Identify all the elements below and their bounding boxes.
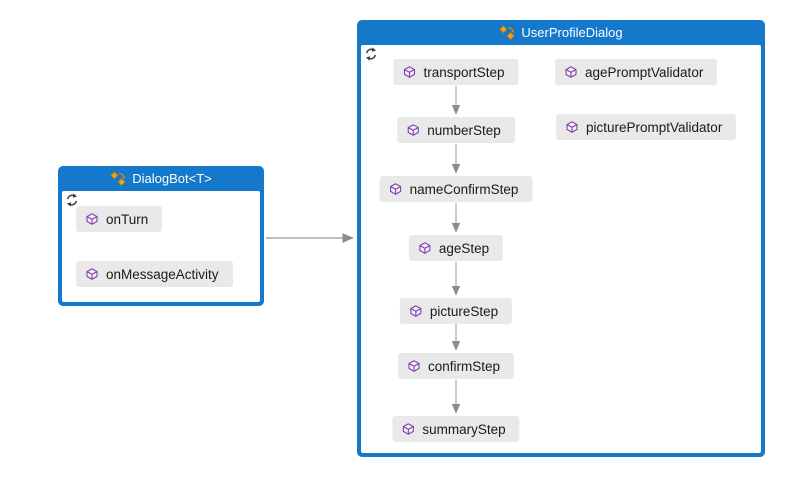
refresh-icon[interactable] bbox=[364, 47, 378, 61]
method-icon bbox=[402, 423, 414, 435]
method-icon bbox=[408, 360, 420, 372]
node-label: numberStep bbox=[427, 122, 501, 138]
node-label: nameConfirmStep bbox=[409, 181, 519, 197]
method-icon bbox=[419, 242, 431, 254]
node-nameconfirmstep[interactable]: nameConfirmStep bbox=[379, 176, 533, 202]
node-summarystep[interactable]: summaryStep bbox=[392, 416, 520, 442]
node-label: onMessageActivity bbox=[106, 266, 219, 282]
node-label: confirmStep bbox=[427, 358, 501, 374]
method-icon bbox=[565, 66, 577, 78]
node-label: summaryStep bbox=[422, 421, 506, 437]
method-icon bbox=[390, 183, 402, 195]
node-transportstep[interactable]: transportStep bbox=[393, 59, 519, 85]
node-label: transportStep bbox=[423, 64, 505, 80]
node-label: ageStep bbox=[438, 240, 490, 256]
node-label: pictureStep bbox=[429, 303, 499, 319]
group-dialogbot-header[interactable]: DialogBot<T> bbox=[62, 166, 260, 191]
node-agestep[interactable]: ageStep bbox=[408, 235, 504, 261]
method-icon bbox=[86, 268, 98, 280]
node-onturn[interactable]: onTurn bbox=[76, 206, 163, 232]
node-label: agePromptValidator bbox=[585, 64, 704, 80]
group-userprofiledialog-header[interactable]: UserProfileDialog bbox=[361, 20, 761, 45]
group-dialogbot-title: DialogBot<T> bbox=[132, 171, 212, 186]
node-picturestep[interactable]: pictureStep bbox=[399, 298, 513, 324]
node-label: picturePromptValidator bbox=[586, 119, 723, 135]
method-icon bbox=[407, 124, 419, 136]
node-picturepromptvalidator[interactable]: picturePromptValidator bbox=[556, 114, 737, 140]
method-icon bbox=[566, 121, 578, 133]
node-onmessageactivity[interactable]: onMessageActivity bbox=[76, 261, 233, 287]
group-userprofiledialog-title: UserProfileDialog bbox=[521, 25, 623, 40]
refresh-icon[interactable] bbox=[65, 193, 79, 207]
node-agepromptvalidator[interactable]: agePromptValidator bbox=[555, 59, 718, 85]
method-icon bbox=[86, 213, 98, 225]
node-confirmstep[interactable]: confirmStep bbox=[397, 353, 515, 379]
method-icon bbox=[403, 66, 416, 78]
class-icon bbox=[499, 25, 516, 40]
class-icon bbox=[110, 171, 127, 186]
node-label: onTurn bbox=[106, 211, 149, 227]
node-numberstep[interactable]: numberStep bbox=[397, 117, 515, 143]
method-icon bbox=[410, 305, 422, 317]
